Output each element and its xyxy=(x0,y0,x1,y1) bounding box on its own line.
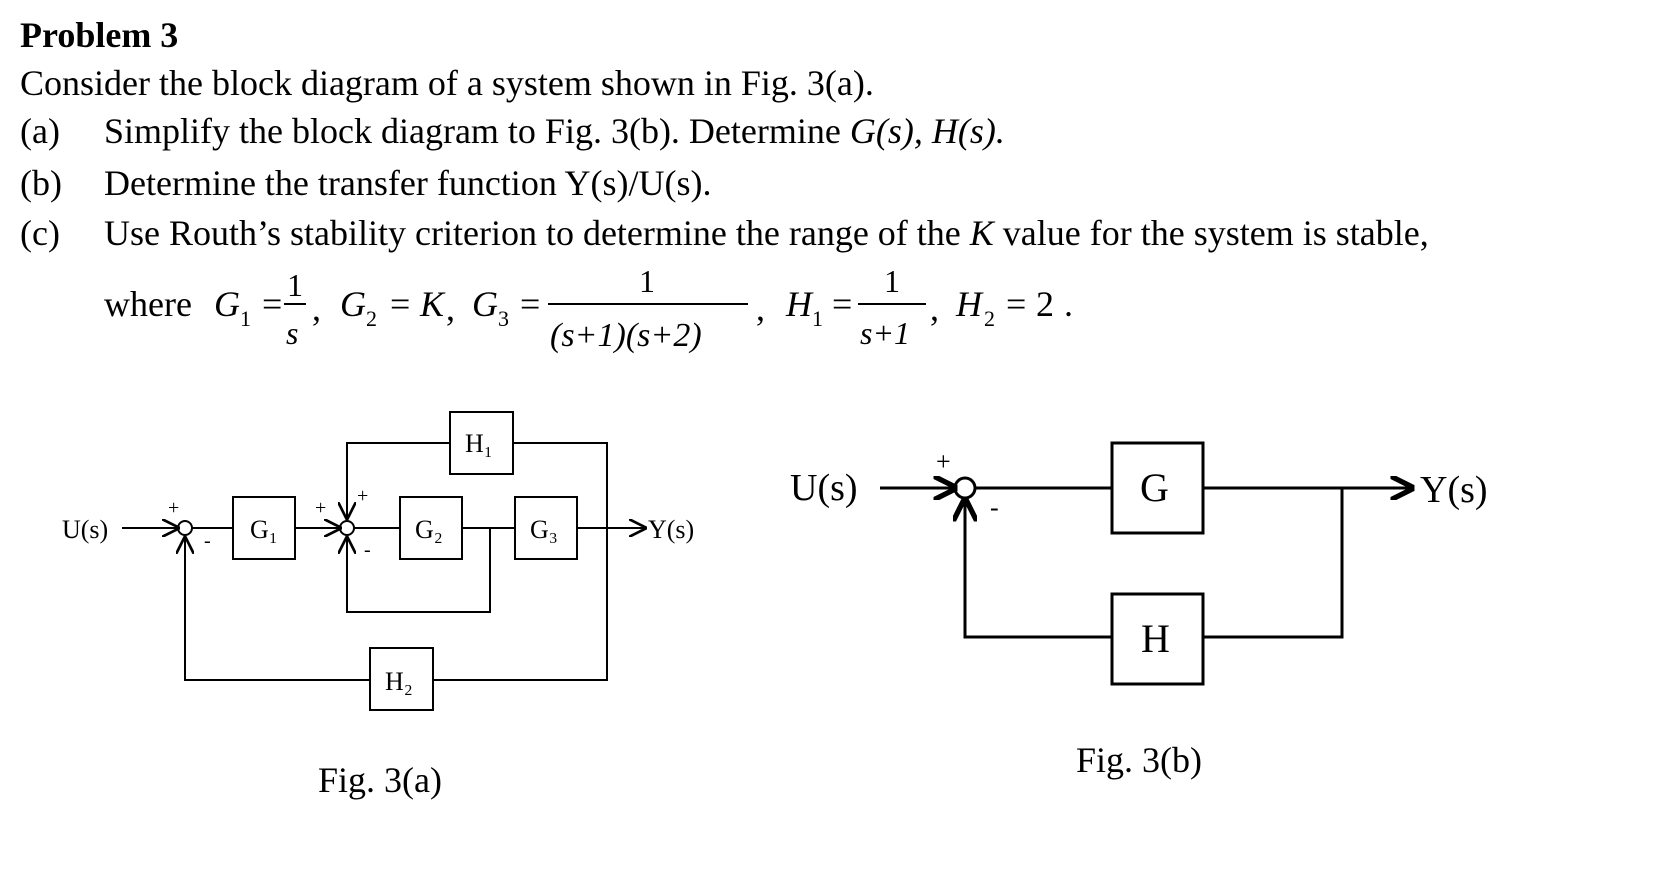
fig-3b-labels: U(s) Y(s) G H + - Fig. 3(b) xyxy=(790,447,1488,780)
fig-a-sign-plus-3: + xyxy=(357,485,368,507)
fig-3a-labels: U(s) Y(s) G₁ G₂ G₃ H₁ H₂ + - + + - Fig. … xyxy=(62,429,694,800)
g2-equals: = xyxy=(390,284,410,324)
fig-a-label-g3: G₃ xyxy=(530,515,558,544)
fig-b-sum-junction xyxy=(953,476,977,500)
g3-equals: = xyxy=(520,284,540,324)
fig-b-h-feed-in xyxy=(1203,488,1344,639)
g2-symbol: G xyxy=(340,284,366,324)
fig-a-h1-feed-out xyxy=(347,442,450,518)
fig-b-label-h: H xyxy=(1141,616,1170,661)
fig-a-sign-minus-2: - xyxy=(364,539,371,561)
comma-3: , xyxy=(756,288,765,328)
g3-subscript: 3 xyxy=(498,306,509,331)
g2-subscript: 2 xyxy=(366,306,377,331)
h1-symbol: H xyxy=(785,284,814,324)
fig-a-h1-feed-in xyxy=(513,442,608,528)
part-a-text: Simplify the block diagram to Fig. 3(b).… xyxy=(104,111,850,151)
fig-a-unity-feedback xyxy=(347,528,491,613)
fig-a-sum-junction-1 xyxy=(177,520,193,536)
fig-a-label-h1: H₁ xyxy=(465,429,493,458)
fig-b-sign-minus: - xyxy=(990,493,999,522)
h1-equals: = xyxy=(832,284,852,324)
part-b-text: Determine the transfer function Y(s)/U(s… xyxy=(104,163,712,203)
g1-symbol: G xyxy=(214,284,240,324)
fig-a-caption: Fig. 3(a) xyxy=(318,760,442,800)
part-a: (a) Simplify the block diagram to Fig. 3(… xyxy=(20,110,1005,152)
part-c-text-after: value for the system is stable, xyxy=(993,213,1429,253)
fig-a-label-g1: G₁ xyxy=(250,515,278,544)
fig-a-sign-minus-1: - xyxy=(204,530,211,552)
h2-symbol: H xyxy=(955,284,984,324)
part-b: (b) Determine the transfer function Y(s)/… xyxy=(20,162,711,204)
period: . xyxy=(1064,284,1073,324)
fig-b-caption: Fig. 3(b) xyxy=(1076,740,1202,780)
fig-a-sign-plus-1: + xyxy=(168,497,179,519)
part-c-math: K xyxy=(969,213,994,253)
problem-intro: Consider the block diagram of a system s… xyxy=(20,63,874,103)
fig-a-sign-plus-2: + xyxy=(315,497,326,519)
part-c: (c) Use Routh’s stability criterion to de… xyxy=(20,212,1429,254)
g3-numerator: 1 xyxy=(639,263,655,299)
h2-subscript: 2 xyxy=(984,306,995,331)
part-c-label: (c) xyxy=(20,213,60,253)
fig-a-h2-feed-out xyxy=(185,538,370,681)
fig-a-label-h2: H₂ xyxy=(385,667,413,696)
h1-subscript: 1 xyxy=(812,306,823,331)
h1-numerator: 1 xyxy=(884,263,900,299)
g1-equals: = xyxy=(262,284,282,324)
equations-line: where G 1 = 1 s , G 2 = K , G 3 = 1 (s+1… xyxy=(104,263,1073,354)
fig-b-input-label: U(s) xyxy=(790,467,858,509)
problem-title: Problem 3 xyxy=(20,15,179,55)
fig-3a-diagram xyxy=(122,411,645,711)
part-b-label: (b) xyxy=(20,163,62,203)
g2-value: K xyxy=(419,284,446,324)
fig-b-h-feed-out xyxy=(965,500,1112,639)
h1-denominator: s+1 xyxy=(860,315,910,351)
fig-a-output-label: Y(s) xyxy=(648,515,694,544)
comma-4: , xyxy=(930,288,939,328)
fig-a-input-label: U(s) xyxy=(62,515,108,544)
fig-3b-diagram xyxy=(880,441,1412,686)
comma-2: , xyxy=(446,288,455,328)
fig-a-label-g2: G₂ xyxy=(415,515,443,544)
g1-subscript: 1 xyxy=(240,306,251,331)
g3-denominator: (s+1)(s+2) xyxy=(550,317,702,354)
where-word: where xyxy=(104,284,192,324)
part-a-math: G(s), H(s). xyxy=(849,111,1005,151)
g1-numerator: 1 xyxy=(287,267,303,303)
fig-b-sign-plus: + xyxy=(936,447,951,476)
g3-symbol: G xyxy=(472,284,498,324)
h2-value: 2 xyxy=(1036,284,1054,324)
part-c-text: Use Routh’s stability criterion to deter… xyxy=(104,213,970,253)
fig-b-label-g: G xyxy=(1140,465,1169,510)
fig-b-output-label: Y(s) xyxy=(1420,469,1488,511)
fig-a-h2-feed-in xyxy=(433,528,608,681)
fig-b-block-h xyxy=(1110,592,1205,686)
h2-equals: = xyxy=(1006,284,1026,324)
g1-denominator: s xyxy=(286,315,298,351)
fig-a-sum-junction-2 xyxy=(339,520,355,536)
part-a-label: (a) xyxy=(20,111,60,151)
comma-1: , xyxy=(312,288,321,328)
